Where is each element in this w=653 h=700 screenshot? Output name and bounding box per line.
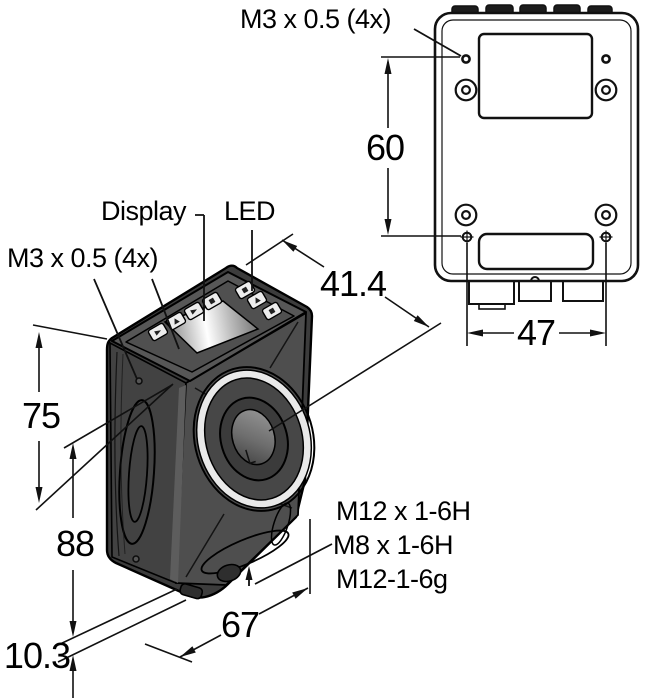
label-m3-top: M3 x 0.5 (4x): [240, 4, 392, 34]
dim-back-horizontal: 47: [516, 312, 556, 353]
dim-connector-clearance: 10.3: [3, 635, 71, 676]
label-connector-m12-female: M12 x 1-6H: [336, 496, 471, 526]
lens: [192, 366, 316, 512]
iso-m3-holes: [132, 377, 143, 563]
label-m3-front: M3 x 0.5 (4x): [7, 243, 159, 273]
back-view-label-plate: [477, 232, 595, 271]
dim-back-vertical: 60: [365, 127, 405, 168]
dim-overall-width: 67: [220, 604, 260, 645]
back-view-housing-inner: [441, 19, 632, 275]
label-connector-m12-male: M12-1-6g: [336, 564, 448, 594]
back-view-cross-holes: [460, 230, 613, 244]
label-led: LED: [224, 196, 276, 226]
back-view-m3-holes: [461, 54, 611, 64]
iso-bottom-connectors: [179, 563, 242, 600]
dim-overall-height: 88: [55, 523, 95, 564]
iso-view: [105, 264, 316, 600]
back-view-dimensions: [381, 28, 607, 346]
label-display: Display: [101, 196, 187, 226]
label-connector-m8: M8 x 1-6H: [333, 530, 454, 560]
back-view: [433, 4, 640, 310]
back-view-mount-holes: [454, 78, 618, 227]
back-view-connectors: [468, 276, 604, 310]
dim-depth: 41.4: [319, 263, 387, 304]
back-view-window: [477, 32, 594, 120]
dim-body-height: 75: [21, 395, 61, 436]
led-indicators: [234, 280, 283, 321]
keypad-buttons: [147, 291, 223, 342]
left-face-ovals: [118, 399, 156, 545]
iso-dimensions: [32, 214, 442, 698]
bottom-oval: [200, 502, 292, 575]
lens-glass: [230, 408, 276, 466]
